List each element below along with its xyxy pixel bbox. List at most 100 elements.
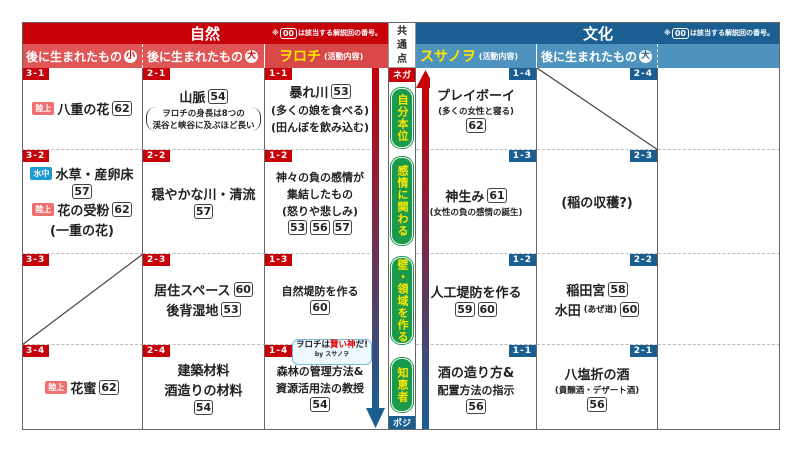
cell-line: (田んぼを飲み込む) (271, 119, 369, 135)
episode-number: 54 (310, 397, 330, 412)
cell-line: (怒りや悲しみ) (282, 203, 358, 219)
posi-label: ポジ (389, 416, 415, 430)
water-badge: 水中 (30, 167, 53, 180)
cell-text: (一重の花) (50, 224, 114, 239)
cell-line: (稲の収穫?) (561, 192, 632, 211)
col-header-later-large-culture: 後に生まれたもの大 (537, 44, 658, 68)
cell-line: 集結したもの (287, 186, 353, 202)
cell-text: 酒造りの材料 (164, 384, 243, 399)
activity-label: (活動内容) (324, 51, 364, 61)
episode-number: 60 (233, 281, 253, 297)
cell-line: (多くの女性と寝る) (438, 105, 514, 117)
cell-text: (稲の収穫?) (561, 196, 633, 211)
cell-id-tag: 2-2 (629, 254, 657, 266)
empty-cell (658, 68, 780, 150)
col-header-later-small: 後に生まれたもの小 (22, 44, 143, 68)
episode-number: 57 (332, 219, 352, 235)
episode-number: 58 (608, 281, 628, 297)
trait-pill: 自分本位 (390, 87, 414, 149)
cell-line: プレイボーイ (437, 85, 515, 104)
cell-line: 56 (587, 396, 607, 412)
episode-number: 53 (288, 219, 308, 235)
cell-text: (多くの女性と寝る) (438, 106, 514, 117)
cell-id-tag: 2-1 (143, 68, 171, 80)
common-column (388, 68, 416, 430)
cell-text: 山脈 (179, 90, 206, 106)
col-header-orochi: ヲロチ(活動内容) (265, 44, 388, 68)
episode-number: 62 (112, 202, 132, 217)
empty-cell (658, 150, 780, 254)
cell-text: 稲田宮 (566, 283, 606, 299)
cell-text: (怒りや悲しみ) (281, 204, 359, 218)
cell-id-tag: 2-4 (629, 68, 657, 80)
small-badge: 小 (124, 49, 138, 63)
note-mark: ※ (664, 29, 671, 37)
episode-number: 53 (221, 301, 241, 317)
cell-line: (女性の負の感情の誕生) (430, 206, 523, 218)
episode-number: 61 (487, 187, 507, 203)
speech-bubble: ヲロチは賢い神だ! by スサノヲ (292, 339, 372, 365)
cell-line: 水田(あぜ道)60 (555, 300, 640, 319)
cell-text: 神生み (445, 189, 485, 205)
cell-text: 人工堤防を作る (430, 285, 522, 301)
episode-number: 60 (310, 300, 330, 315)
large-badge: 大 (639, 49, 653, 63)
empty-cell (658, 345, 780, 430)
cell-text: 酒の造り方& (437, 365, 515, 381)
culture-title: 文化 (582, 24, 613, 43)
note-box: 00 (279, 27, 297, 39)
cell-text: 神々の負の感情が (276, 170, 364, 184)
cell-line: 森林の管理方法& (277, 363, 364, 379)
diagonal-line (537, 68, 658, 150)
cell-line: 水中水草・産卵床 (30, 164, 134, 183)
cell-line: (多くの娘を食べる) (271, 102, 369, 118)
cell-text: (女性の負の感情の誕生) (429, 207, 523, 218)
cell-id-tag: 2-4 (143, 345, 171, 357)
cell-text: 後背湿地 (166, 303, 219, 319)
cell-text: 自然堤防を作る (281, 285, 359, 298)
episode-number: 54 (208, 88, 228, 104)
orochi-label: ヲロチ (279, 49, 321, 65)
episode-number: 57 (72, 184, 92, 199)
nature-title: 自然 (189, 24, 220, 43)
cell-line: 62 (466, 117, 486, 133)
table-cell: 2-4 (537, 68, 658, 150)
cell-line: 57 (193, 204, 214, 219)
cell-id-tag: 1-1 (508, 345, 536, 357)
large-badge: 大 (245, 49, 259, 63)
cell-line: 56 (466, 398, 486, 414)
cell-id-tag: 3-1 (22, 68, 50, 80)
cell-line: 人工堤防を作る (430, 282, 521, 301)
cell-id-tag: 3-2 (22, 150, 50, 162)
bubble-text: ヲロチは (296, 340, 331, 350)
cell-text: プレイボーイ (436, 88, 515, 104)
table-cell: 2-3(稲の収穫?) (537, 150, 658, 254)
activity-label: (活動内容) (478, 51, 519, 61)
table-cell: 3-3 (22, 254, 143, 345)
cell-text: (貴醸酒・デザート酒) (554, 385, 640, 396)
cell-line: 54 (193, 400, 214, 415)
episode-number: 62 (466, 117, 486, 133)
episode-number: 53 (331, 84, 351, 99)
arrow-up-icon (416, 70, 430, 430)
episode-number: 60 (477, 301, 497, 317)
diagonal-line (22, 254, 143, 345)
cell-id-tag: 3-3 (22, 254, 50, 266)
col-header-later-large: 後に生まれたもの大 (143, 44, 265, 68)
cell-text: 暴れ川 (289, 86, 329, 101)
cell-line: 建築材料 (177, 360, 229, 379)
susanoo-label: スサノヲ (420, 49, 476, 65)
